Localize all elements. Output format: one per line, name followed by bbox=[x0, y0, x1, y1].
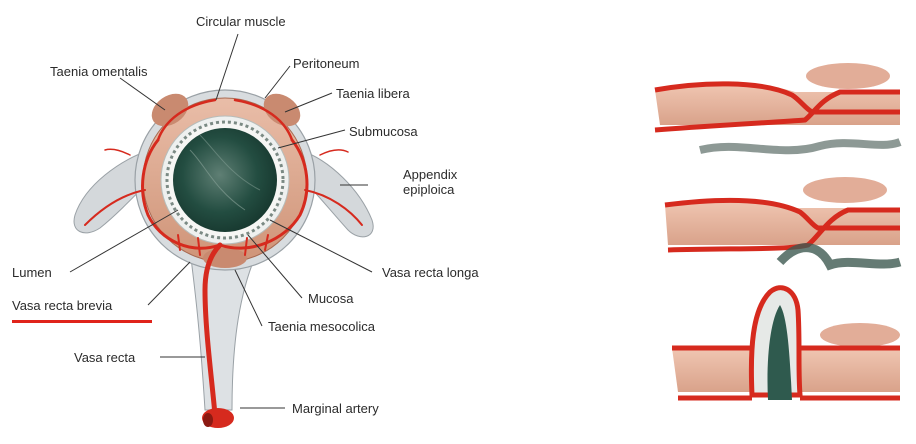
label-mucosa: Mucosa bbox=[308, 291, 354, 306]
label-appendix-epiploica-1: Appendix bbox=[403, 167, 457, 182]
label-circular-muscle: Circular muscle bbox=[196, 14, 286, 29]
highlight-underline bbox=[12, 320, 152, 323]
colon-cross-section bbox=[74, 87, 373, 428]
label-taenia-omentalis: Taenia omentalis bbox=[50, 64, 148, 79]
label-appendix-epiploica-2: epiploica bbox=[403, 182, 454, 197]
diverticulum-stage-1 bbox=[655, 63, 900, 150]
label-vasa-recta-brevia: Vasa recta brevia bbox=[12, 298, 112, 313]
mesentery-stalk bbox=[190, 250, 258, 410]
label-taenia-mesocolica: Taenia mesocolica bbox=[268, 319, 375, 334]
label-lumen: Lumen bbox=[12, 265, 52, 280]
label-vasa-recta: Vasa recta bbox=[74, 350, 135, 365]
label-vasa-recta-longa: Vasa recta longa bbox=[382, 265, 479, 280]
diverticulum-stage-3 bbox=[672, 288, 900, 400]
label-marginal-artery: Marginal artery bbox=[292, 401, 379, 416]
label-taenia-libera: Taenia libera bbox=[336, 86, 410, 101]
label-peritoneum: Peritoneum bbox=[293, 56, 359, 71]
lumen bbox=[173, 128, 277, 232]
diverticulum-stage-2 bbox=[665, 177, 900, 265]
label-submucosa: Submucosa bbox=[349, 124, 418, 139]
